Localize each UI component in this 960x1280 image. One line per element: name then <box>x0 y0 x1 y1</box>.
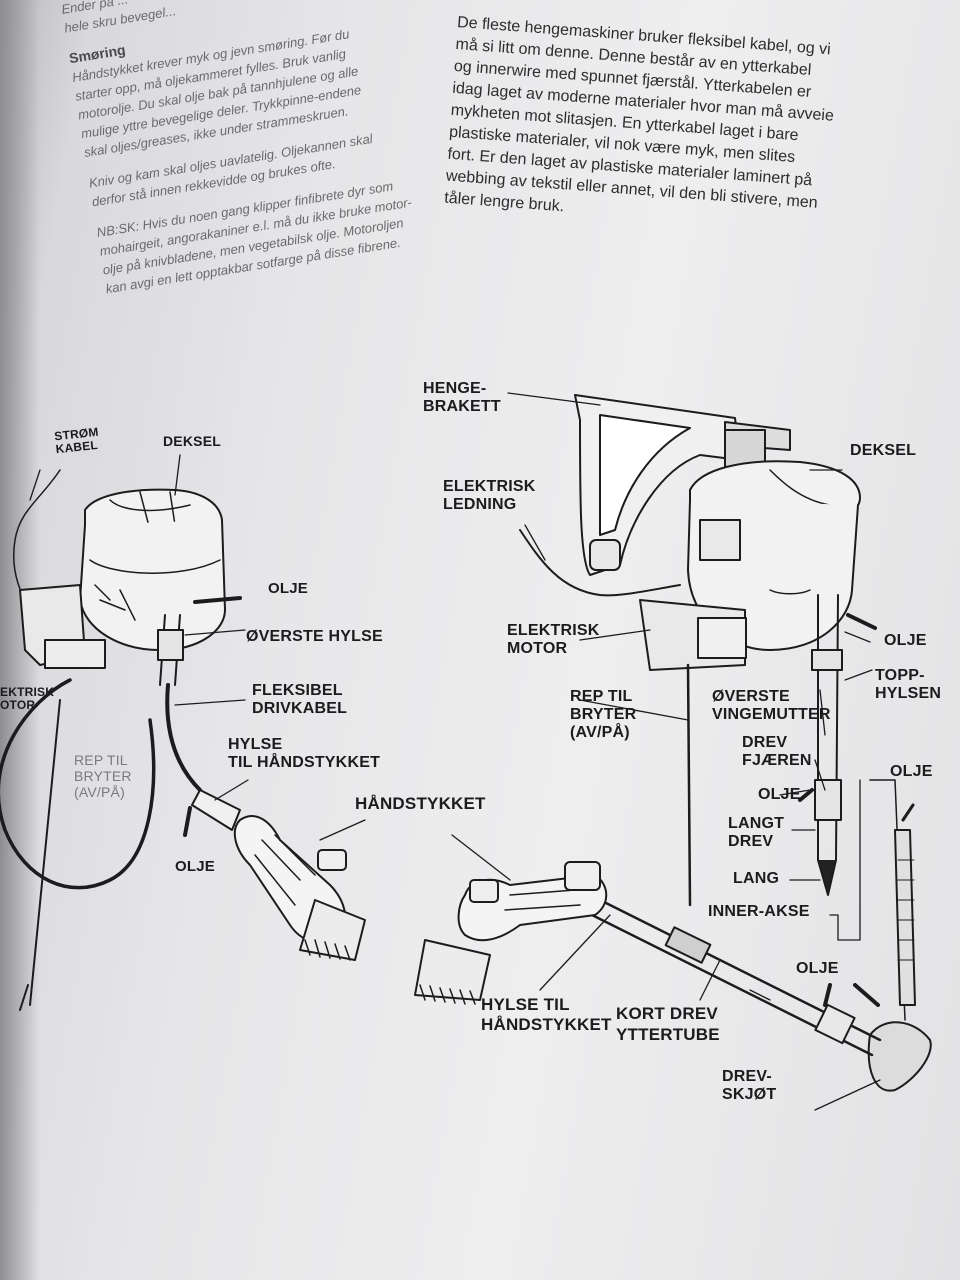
left-motor-assembly <box>0 469 366 1011</box>
label-handstykket-left: HÅNDSTYKKET <box>355 794 486 813</box>
label-olje-right-3: OLJE <box>758 786 801 803</box>
label-henge-brakett: HENGE-BRAKETT <box>423 380 501 415</box>
label-inner-akse: INNER-AKSE <box>708 903 810 920</box>
label-olje-right-4: OLJE <box>796 960 839 977</box>
label-olje-right-2: OLJE <box>890 763 933 780</box>
label-olje-left-top: OLJE <box>268 580 308 597</box>
label-drev-skjot: DREV-SKJØT <box>722 1068 777 1103</box>
label-olje-left-bottom: OLJE <box>175 858 215 875</box>
label-topp-hylsen: TOPP-HYLSEN <box>875 667 942 702</box>
right-leader-lines <box>451 392 881 1111</box>
left-leader-lines <box>29 454 366 841</box>
label-deksel-left: DEKSEL <box>163 433 221 449</box>
label-deksel-right: DEKSEL <box>850 442 917 459</box>
label-olje-right-1: OLJE <box>884 632 927 649</box>
label-lang: LANG <box>733 870 780 887</box>
right-hanging-machine <box>414 394 932 1092</box>
label-overste-hylse: ØVERSTE HYLSE <box>246 628 383 645</box>
